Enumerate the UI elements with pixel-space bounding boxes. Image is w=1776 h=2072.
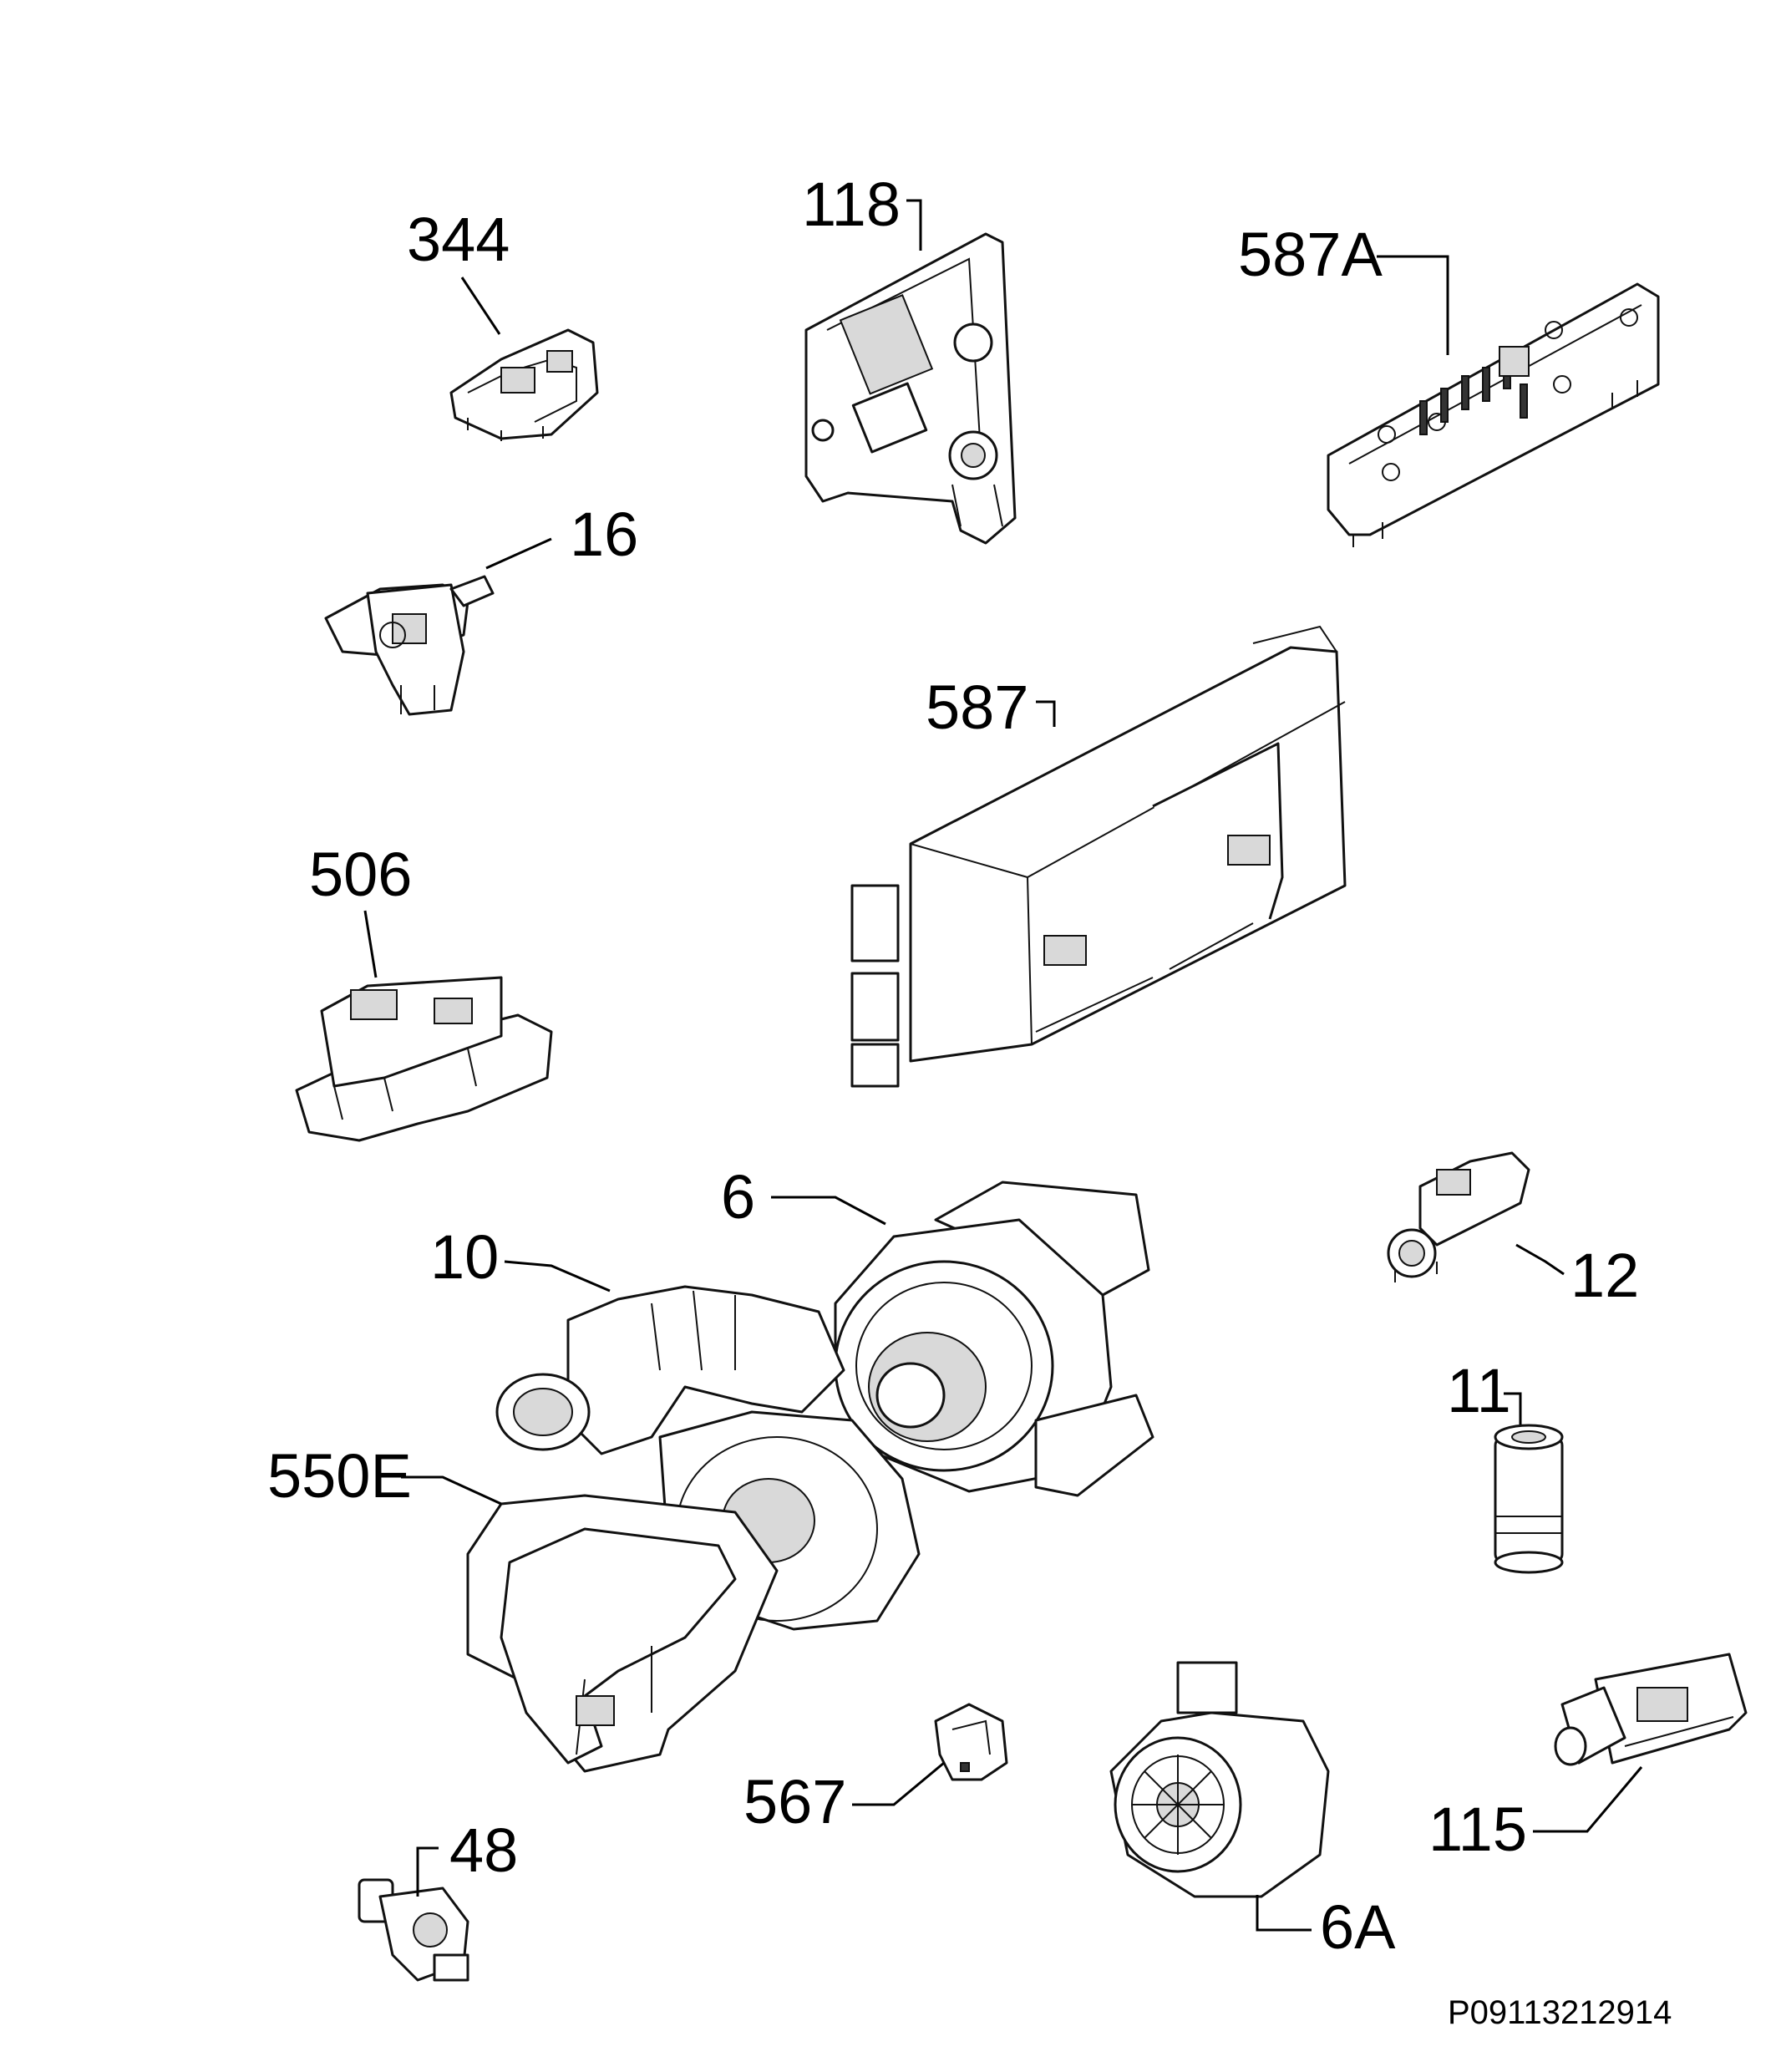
part-6a-drawing: [1109, 1661, 1330, 1898]
part-506-drawing: [295, 976, 553, 1142]
label-10: 10: [430, 1222, 499, 1292]
label-344: 344: [407, 205, 510, 274]
leader-16: [485, 537, 552, 570]
document-id: P09113212914: [1448, 1994, 1672, 2031]
leader-550e: [401, 1475, 502, 1506]
leader-506: [363, 910, 378, 978]
leader-344: [460, 277, 501, 335]
part-567-drawing: [934, 1703, 1008, 1781]
leader-6: [771, 1196, 886, 1226]
part-550e-drawing: [466, 1410, 921, 1773]
label-16: 16: [570, 500, 638, 569]
part-6-drawing: [834, 1181, 1154, 1497]
part-10-drawing: [495, 1285, 845, 1455]
label-115: 115: [1428, 1795, 1527, 1864]
label-6: 6: [721, 1162, 755, 1232]
leader-48: [416, 1846, 439, 1897]
leader-587a: [1377, 255, 1449, 355]
part-118-drawing: [804, 232, 1017, 545]
part-344-drawing: [449, 328, 599, 441]
label-567: 567: [743, 1767, 846, 1836]
leader-12: [1515, 1243, 1565, 1276]
leader-11: [1504, 1392, 1522, 1424]
label-506: 506: [309, 840, 412, 909]
leader-6a: [1256, 1895, 1312, 1932]
leader-567: [852, 1761, 945, 1806]
part-48-drawing: [358, 1878, 469, 1982]
leader-115: [1533, 1766, 1643, 1833]
leader-118: [906, 199, 922, 251]
label-48: 48: [449, 1816, 518, 1885]
leader-10: [504, 1260, 611, 1292]
leader-587: [1036, 700, 1056, 727]
part-115-drawing: [1554, 1653, 1748, 1766]
part-16-drawing: [324, 575, 495, 716]
label-12: 12: [1570, 1241, 1639, 1310]
label-587: 587: [926, 673, 1028, 742]
label-550e: 550E: [267, 1441, 412, 1511]
part-11-drawing: [1494, 1424, 1564, 1574]
label-11: 11: [1447, 1356, 1511, 1425]
label-6a: 6A: [1320, 1892, 1396, 1962]
label-587a: 587A: [1238, 220, 1383, 289]
part-587-drawing: [850, 625, 1347, 1088]
part-587a-drawing: [1327, 282, 1660, 547]
part-12-drawing: [1387, 1151, 1530, 1282]
label-118: 118: [802, 170, 901, 239]
